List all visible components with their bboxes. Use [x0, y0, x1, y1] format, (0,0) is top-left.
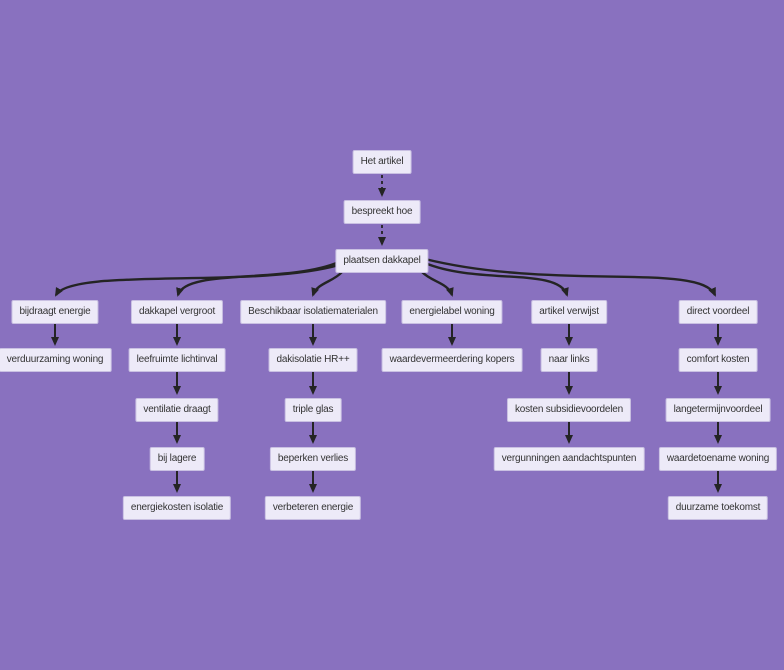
node-beschikbaar-isolatiematerialen: Beschikbaar isolatiematerialen	[240, 300, 386, 324]
edge-plaatsen-to-energielabel	[421, 271, 454, 297]
node-beperken-verlies: beperken verlies	[269, 447, 357, 471]
node-waardetoename-woning: waardetoename woning	[658, 447, 778, 471]
edge-plaatsen-to-bijdraagt-energie	[54, 263, 340, 297]
node-vergunningen-aandachtspunten: vergunningen aandachtspunten	[493, 447, 645, 471]
edge-plaatsen-to-artikel-verwijst	[424, 261, 569, 297]
node-energiekosten-isolatie: energiekosten isolatie	[122, 496, 232, 520]
node-verbeteren-energie: verbeteren energie	[264, 496, 362, 520]
node-bijdraagt-energie: bijdraagt energie	[11, 300, 99, 324]
node-bij-lagere: bij lagere	[149, 447, 205, 471]
node-leefruimte-lichtinval: leefruimte lichtinval	[128, 348, 226, 372]
node-het-artikel: Het artikel	[352, 150, 412, 174]
node-kosten-subsidievoordelen: kosten subsidievoordelen	[506, 398, 632, 422]
node-triple-glas: triple glas	[284, 398, 342, 422]
node-verduurzaming-woning: verduurzaming woning	[0, 348, 112, 372]
node-bespreekt-hoe: bespreekt hoe	[343, 200, 421, 224]
node-plaatsen-dakkapel: plaatsen dakkapel	[335, 249, 429, 273]
node-comfort-kosten: comfort kosten	[678, 348, 758, 372]
node-duurzame-toekomst: duurzame toekomst	[667, 496, 769, 520]
edge-plaatsen-to-dakkapel-vergroot	[176, 260, 340, 297]
node-dakisolatie-hr: dakisolatie HR++	[268, 348, 358, 372]
node-dakkapel-vergroot: dakkapel vergroot	[130, 300, 224, 324]
edge-plaatsen-to-beschikbaar	[311, 271, 343, 297]
node-waardevermeerdering-kopers: waardevermeerdering kopers	[381, 348, 523, 372]
node-energielabel-woning: energielabel woning	[401, 300, 503, 324]
edge-plaatsen-to-direct-voordeel	[424, 257, 717, 297]
node-direct-voordeel: direct voordeel	[678, 300, 758, 324]
node-ventilatie-draagt: ventilatie draagt	[135, 398, 219, 422]
node-artikel-verwijst: artikel verwijst	[531, 300, 607, 324]
node-naar-links: naar links	[540, 348, 598, 372]
node-langetermijnvoordeel: langetermijnvoordeel	[665, 398, 771, 422]
